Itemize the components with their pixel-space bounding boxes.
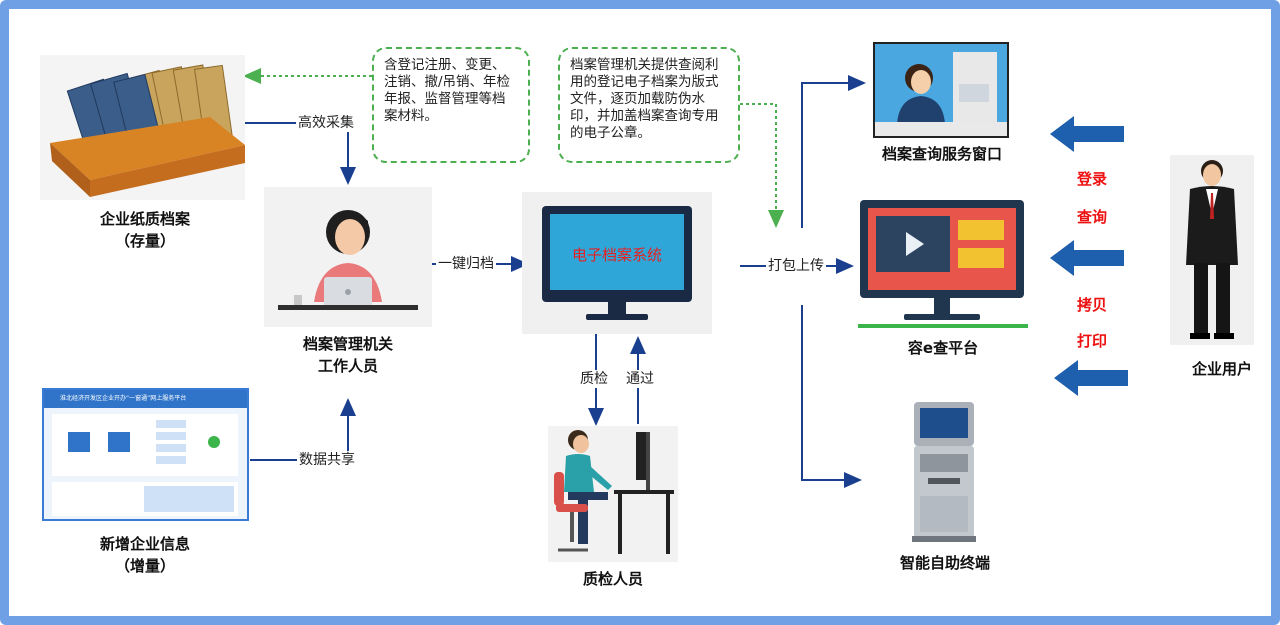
staff-sub: 工作人员 [317,357,378,375]
new-info-title: 新增企业信息 [99,535,190,553]
enterprise-user-label: 企业用户 [1191,360,1252,378]
qc-illustration [548,426,678,562]
screenshot-body [52,414,238,476]
platform-illustration [858,198,1028,328]
new-info-label: 新增企业信息 （增量） [60,533,230,577]
edge-note-right [740,103,784,228]
platform-label: 容e查平台 [907,339,979,357]
paper-archive-label: 企业纸质档案 （存量） [60,208,230,252]
archive-system-title: 电子档案系统 [571,246,662,264]
action-query: 查询 [1077,208,1108,226]
new-info-screenshot: 淮北经济开发区企业开办“一窗通”网上服务平台 [42,388,249,521]
action-copy: 拷贝 [1077,296,1108,314]
archive-system-monitor: 电子档案系统 [522,192,712,334]
user-arrow-1 [1050,116,1124,152]
edge-label-archive: 一键归档 [436,255,496,273]
action-login: 登录 [1077,170,1108,188]
query-window-illustration [873,42,1009,138]
screenshot-header: 淮北经济开发区企业开办“一窗通”网上服务平台 [44,390,247,408]
qc-label: 质检人员 [582,570,643,588]
paper-archive-title: 企业纸质档案 [99,210,190,228]
edge-to-window [801,75,866,228]
edge-label-share: 数据共享 [297,451,357,469]
edge-label-upload: 打包上传 [766,257,826,275]
edge-label-collect: 高效采集 [296,114,356,132]
staff-title: 档案管理机关 [302,335,393,353]
paper-archive-sub: （存量） [114,232,175,250]
new-info-sub: （增量） [114,557,175,575]
user-arrow-2 [1050,240,1124,276]
user-arrow-3 [1054,360,1128,396]
enterprise-user-illustration [1170,155,1254,345]
staff-illustration [264,187,432,327]
edge-label-pass: 通过 [624,370,656,388]
action-print: 打印 [1077,332,1108,350]
terminal-label: 智能自助终端 [899,554,990,572]
query-window-label: 档案查询服务窗口 [881,145,1002,163]
note-archive-materials: 含登记注册、变更、注销、撤/吊销、年检年报、监督管理等档案材料。 [372,47,530,163]
edge-label-check: 质检 [578,370,610,388]
edge-collect [245,122,356,185]
staff-label: 档案管理机关 工作人员 [264,333,432,377]
terminal-illustration [906,400,982,542]
paper-archive-image [40,55,245,200]
note-electronic-archive: 档案管理机关提供查阅利用的登记电子档案为版式文件，逐页加载防伪水印，并加盖档案查… [558,47,740,163]
edge-to-terminal [801,305,862,488]
